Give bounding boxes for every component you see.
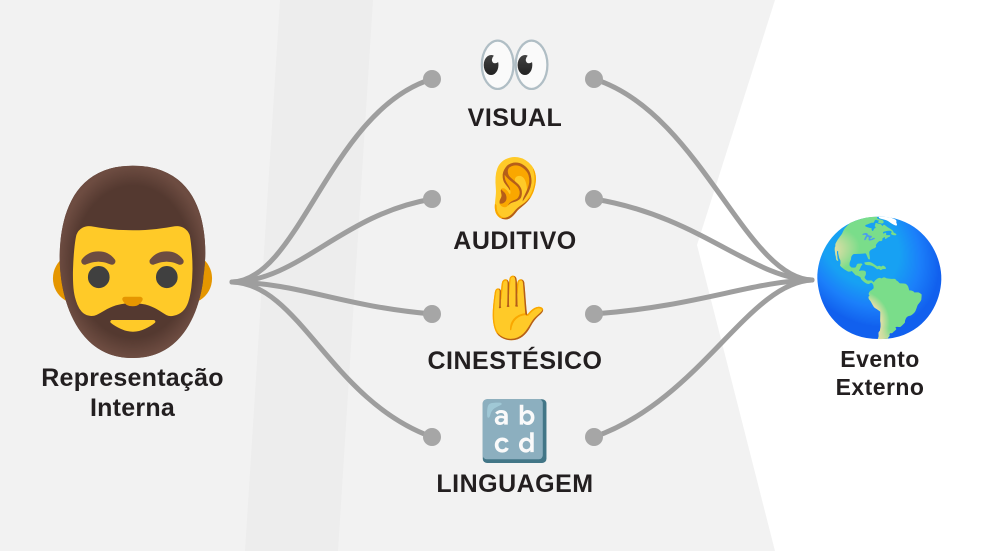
bearded-man-face-icon: 🧔‍♂️ — [23, 165, 242, 360]
raised-hand-icon: ✋ — [476, 274, 554, 343]
channel-auditivo-label: AUDITIVO — [453, 227, 577, 255]
node-external-event-label-line1: Evento — [840, 346, 920, 372]
node-external-event-label-line2: Externo — [835, 373, 925, 400]
ear-icon: 👂 — [476, 154, 554, 223]
node-internal-representation-label: Representação Interna — [41, 364, 224, 423]
node-external-event-label: Evento Externo — [836, 346, 925, 401]
node-internal-representation-label-line1: Representação — [41, 364, 224, 392]
eyes-icon: 👀 — [476, 31, 554, 100]
node-internal-representation-label-line2: Interna — [89, 393, 176, 422]
channel-visual-label: VISUAL — [467, 104, 563, 132]
globe-americas-icon: 🌎 — [810, 215, 950, 340]
node-external-event[interactable]: 🌎 Evento Externo — [760, 222, 1000, 401]
channel-auditivo[interactable]: 👂 AUDITIVO — [355, 155, 675, 256]
abcd-input-symbol-icon: 🔡 — [478, 399, 552, 464]
channel-linguagem[interactable]: 🔡 LINGUAGEM — [355, 398, 675, 499]
channel-visual[interactable]: 👀 VISUAL — [355, 32, 675, 133]
node-internal-representation[interactable]: 🧔‍♂️ Representação Interna — [0, 175, 265, 423]
channel-cinestesico[interactable]: ✋ CINESTÉSICO — [355, 275, 675, 376]
channel-cinestesico-label: CINESTÉSICO — [427, 347, 603, 375]
channel-linguagem-label: LINGUAGEM — [436, 470, 594, 498]
